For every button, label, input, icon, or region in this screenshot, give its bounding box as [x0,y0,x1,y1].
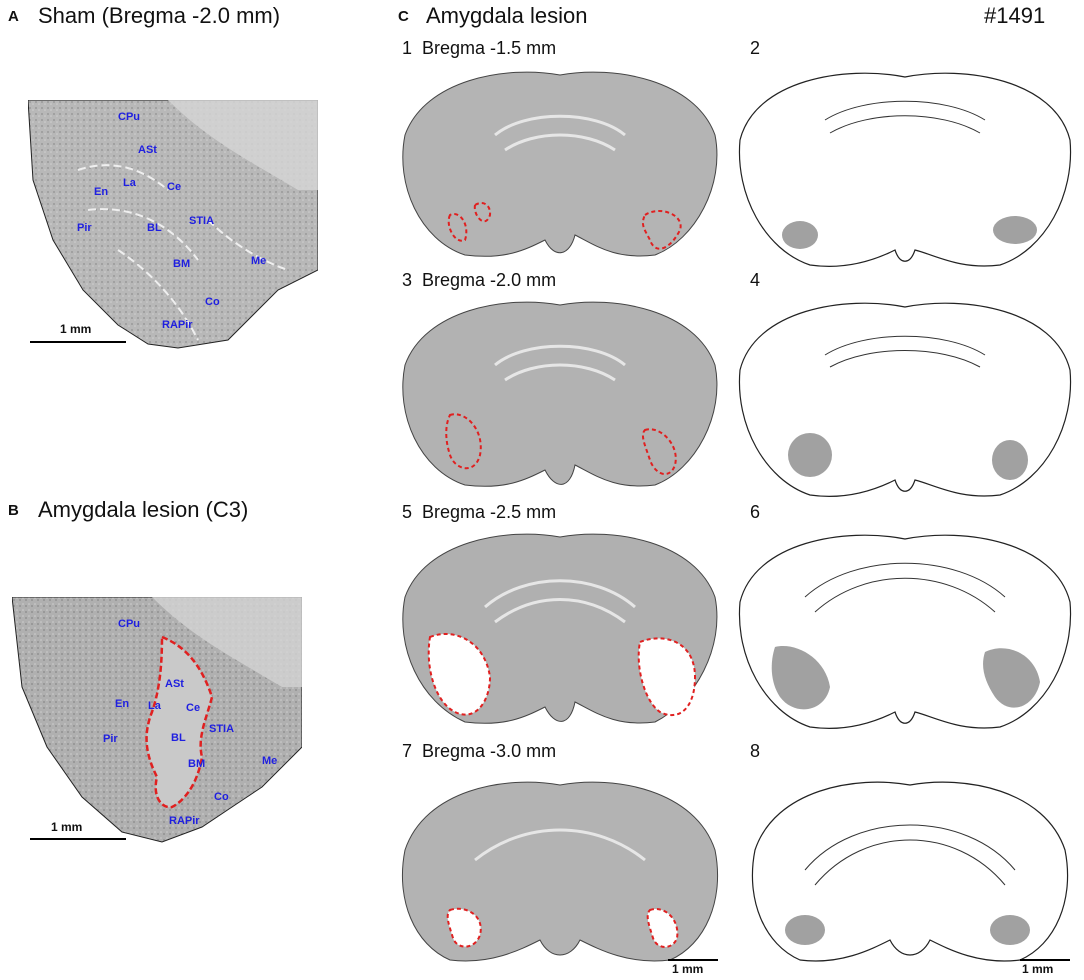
region-label-en: En [115,698,130,710]
region-label-co: Co [214,791,229,803]
panel-a-title: Sham (Bregma -2.0 mm) [38,3,281,28]
atlas-drawing-6 [735,527,1075,732]
animal-id-label: #1491 [984,3,1046,28]
section-8-label: 8 [750,741,761,761]
panel-c-scale-label-left: 1 mm [672,962,704,976]
panel-c-scale-bar-right [1020,959,1070,961]
panel-c-letter: C [398,8,409,25]
region-label-stia: STIA [209,723,235,735]
panel-b-title: Amygdala lesion (C3) [38,497,249,522]
region-label-en: En [94,186,109,198]
region-label-rapir: RAPir [162,319,193,331]
bregma-label: Bregma -1.5 mm [422,38,557,58]
atlas-drawing-8 [745,770,1075,970]
panel-b-letter: B [8,502,19,519]
region-label-pir: Pir [103,733,118,745]
bregma-label: Bregma -2.0 mm [422,270,557,290]
histology-section-1 [395,65,725,265]
panel-c-scale-bar-left [668,959,718,961]
panel-a-letter: A [8,8,19,25]
section-number: 5 [402,502,413,522]
section-number: 1 [402,38,413,58]
section-3-label: 3 Bregma -2.0 mm [402,270,556,291]
region-label-me: Me [251,255,267,267]
bregma-label: Bregma -2.5 mm [422,502,557,522]
histology-section-5 [395,527,725,732]
region-label-bl: BL [171,732,186,744]
region-label-ast: ASt [138,144,157,156]
region-label-co: Co [205,296,220,308]
region-label-rapir: RAPir [169,815,200,827]
section-5-label: 5 Bregma -2.5 mm [402,502,556,523]
region-label-pir: Pir [77,222,92,234]
panel-b-scale-label: 1 mm [51,820,83,834]
section-1-label: 1 Bregma -1.5 mm [402,38,556,59]
region-label-bl: BL [147,222,162,234]
lesion-tissue-image [12,597,302,847]
atlas-drawing-2 [735,65,1075,270]
bregma-label: Bregma -3.0 mm [422,741,557,761]
region-label-bm: BM [173,258,191,270]
region-label-la: La [148,700,161,712]
histology-section-7 [395,770,725,970]
region-label-cpu: CPu [118,618,140,630]
panel-a-scale-label: 1 mm [60,322,92,336]
histology-section-3 [395,295,725,495]
region-label-cpu: CPu [118,111,140,123]
region-label-ast: ASt [165,678,184,690]
panel-c-title: Amygdala lesion [426,3,588,28]
sham-tissue-image [28,100,318,350]
region-label-stia: STIA [189,215,215,227]
atlas-drawing-4 [735,295,1075,500]
region-label-ce: Ce [186,702,201,714]
section-number: 3 [402,270,413,290]
region-label-ce: Ce [167,181,182,193]
region-label-la: La [123,177,136,189]
section-4-label: 4 [750,270,761,290]
region-label-bm: BM [188,758,206,770]
section-number: 7 [402,741,413,761]
panel-a-scale-bar [30,341,126,343]
panel-b-scale-bar [30,838,126,840]
panel-c-scale-label-right: 1 mm [1022,962,1054,976]
section-2-label: 2 [750,38,761,58]
section-7-label: 7 Bregma -3.0 mm [402,741,556,762]
region-label-me: Me [262,755,278,767]
section-6-label: 6 [750,502,761,522]
